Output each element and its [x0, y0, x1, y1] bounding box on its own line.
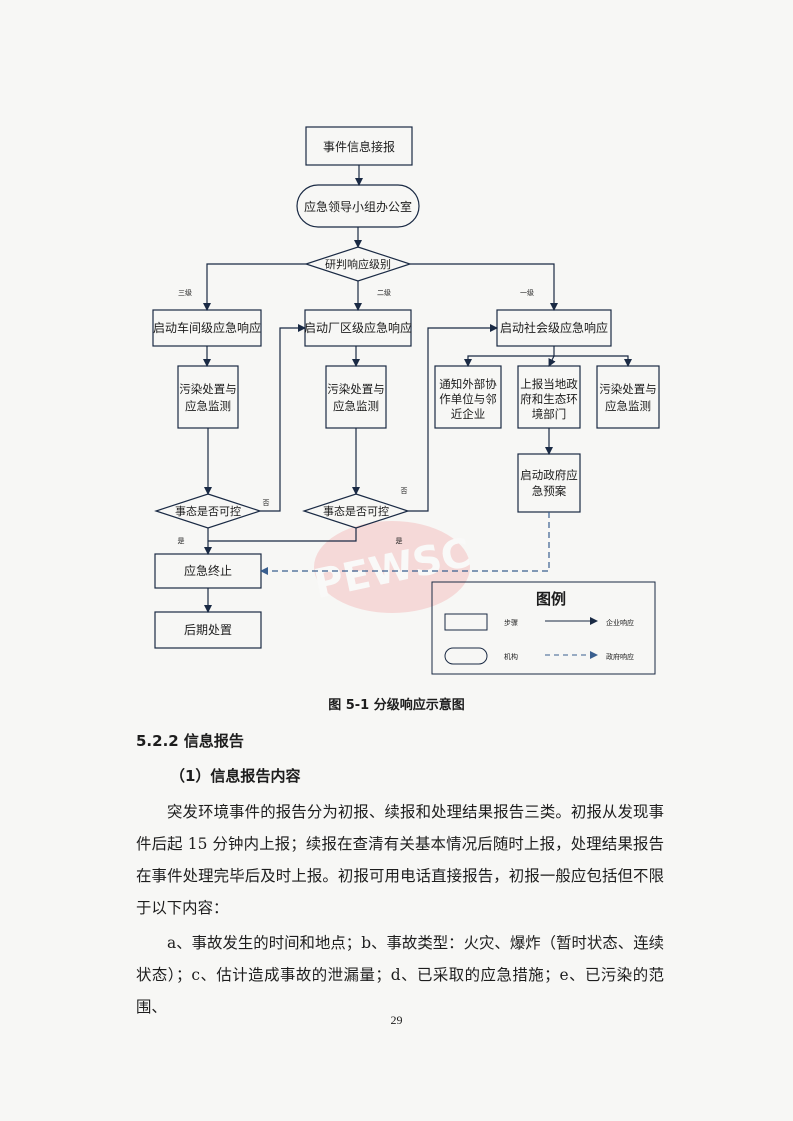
node-pollution2 [325, 365, 387, 429]
edge-label-level1: 一级 [520, 288, 534, 297]
edge-label-yes2: 是 [396, 537, 403, 545]
label-judge: 研判响应级别 [325, 257, 391, 271]
response-flowchart: PEWSC [152, 126, 660, 675]
label-notify-l1: 通知外部协 [439, 377, 497, 391]
edge-label-yes1: 是 [178, 537, 185, 545]
label-report-receive: 事件信息接报 [323, 139, 395, 154]
page-number: 29 [390, 1013, 403, 1027]
label-gov-plan-l1: 启动政府应 [520, 468, 578, 482]
figure-caption: 图 5-1 分级响应示意图 [328, 698, 465, 713]
watermark: PEWSC [310, 521, 475, 613]
label-control2: 事态是否可控 [323, 504, 389, 518]
node-start-gov-plan [517, 453, 581, 513]
edge-label-no2: 否 [401, 487, 408, 495]
label-report-gov-l3: 境部门 [532, 407, 567, 421]
label-pollution1-l2: 应急监测 [185, 399, 231, 413]
legend-enterprise-resp: 企业响应 [606, 618, 634, 627]
label-office: 应急领导小组办公室 [304, 199, 412, 214]
label-workshop-resp: 启动车间级应急响应 [153, 320, 261, 335]
edge-label-level2: 二级 [377, 288, 391, 297]
legend [431, 581, 656, 675]
paragraph: 突发环境事件的报告分为初报、续报和处理结果报告三类。初报从发现事件后起 15 分… [136, 803, 664, 917]
legend-gov-resp: 政府响应 [606, 652, 634, 661]
legend-org: 机构 [504, 652, 518, 661]
section-heading: 5.2.2 信息报告 [136, 732, 244, 750]
label-pollution3-l1: 污染处置与 [599, 382, 657, 396]
edge-label-no1: 否 [263, 499, 270, 507]
label-notify-l2: 作单位与邻 [439, 392, 497, 406]
paragraph: a、事故发生的时间和地点；b、事故类型：火灾、爆炸（暂时状态、连续状态）；c、估… [136, 934, 664, 1016]
node-pollution3 [596, 365, 660, 429]
label-pollution2-l2: 应急监测 [333, 399, 379, 413]
label-notify-l3: 近企业 [451, 407, 486, 421]
label-report-gov-l1: 上报当地政 [520, 377, 578, 391]
label-control1: 事态是否可控 [175, 504, 241, 518]
label-pollution2-l1: 污染处置与 [327, 382, 385, 396]
label-terminate: 应急终止 [184, 563, 232, 578]
label-society-resp: 启动社会级应急响应 [500, 320, 608, 335]
label-plant-resp: 启动厂区级应急响应 [304, 320, 412, 335]
legend-step: 步骤 [504, 618, 518, 627]
label-gov-plan-l2: 急预案 [532, 484, 567, 498]
label-pollution3-l2: 应急监测 [605, 399, 651, 413]
label-pollution1-l1: 污染处置与 [179, 382, 237, 396]
node-pollution1 [177, 365, 239, 429]
sub-heading: （1）信息报告内容 [170, 767, 301, 785]
label-report-gov-l2: 府和生态环 [520, 392, 578, 406]
label-aftermath: 后期处置 [184, 623, 232, 637]
legend-title: 图例 [536, 590, 566, 608]
edge-label-level3: 三级 [178, 288, 192, 297]
